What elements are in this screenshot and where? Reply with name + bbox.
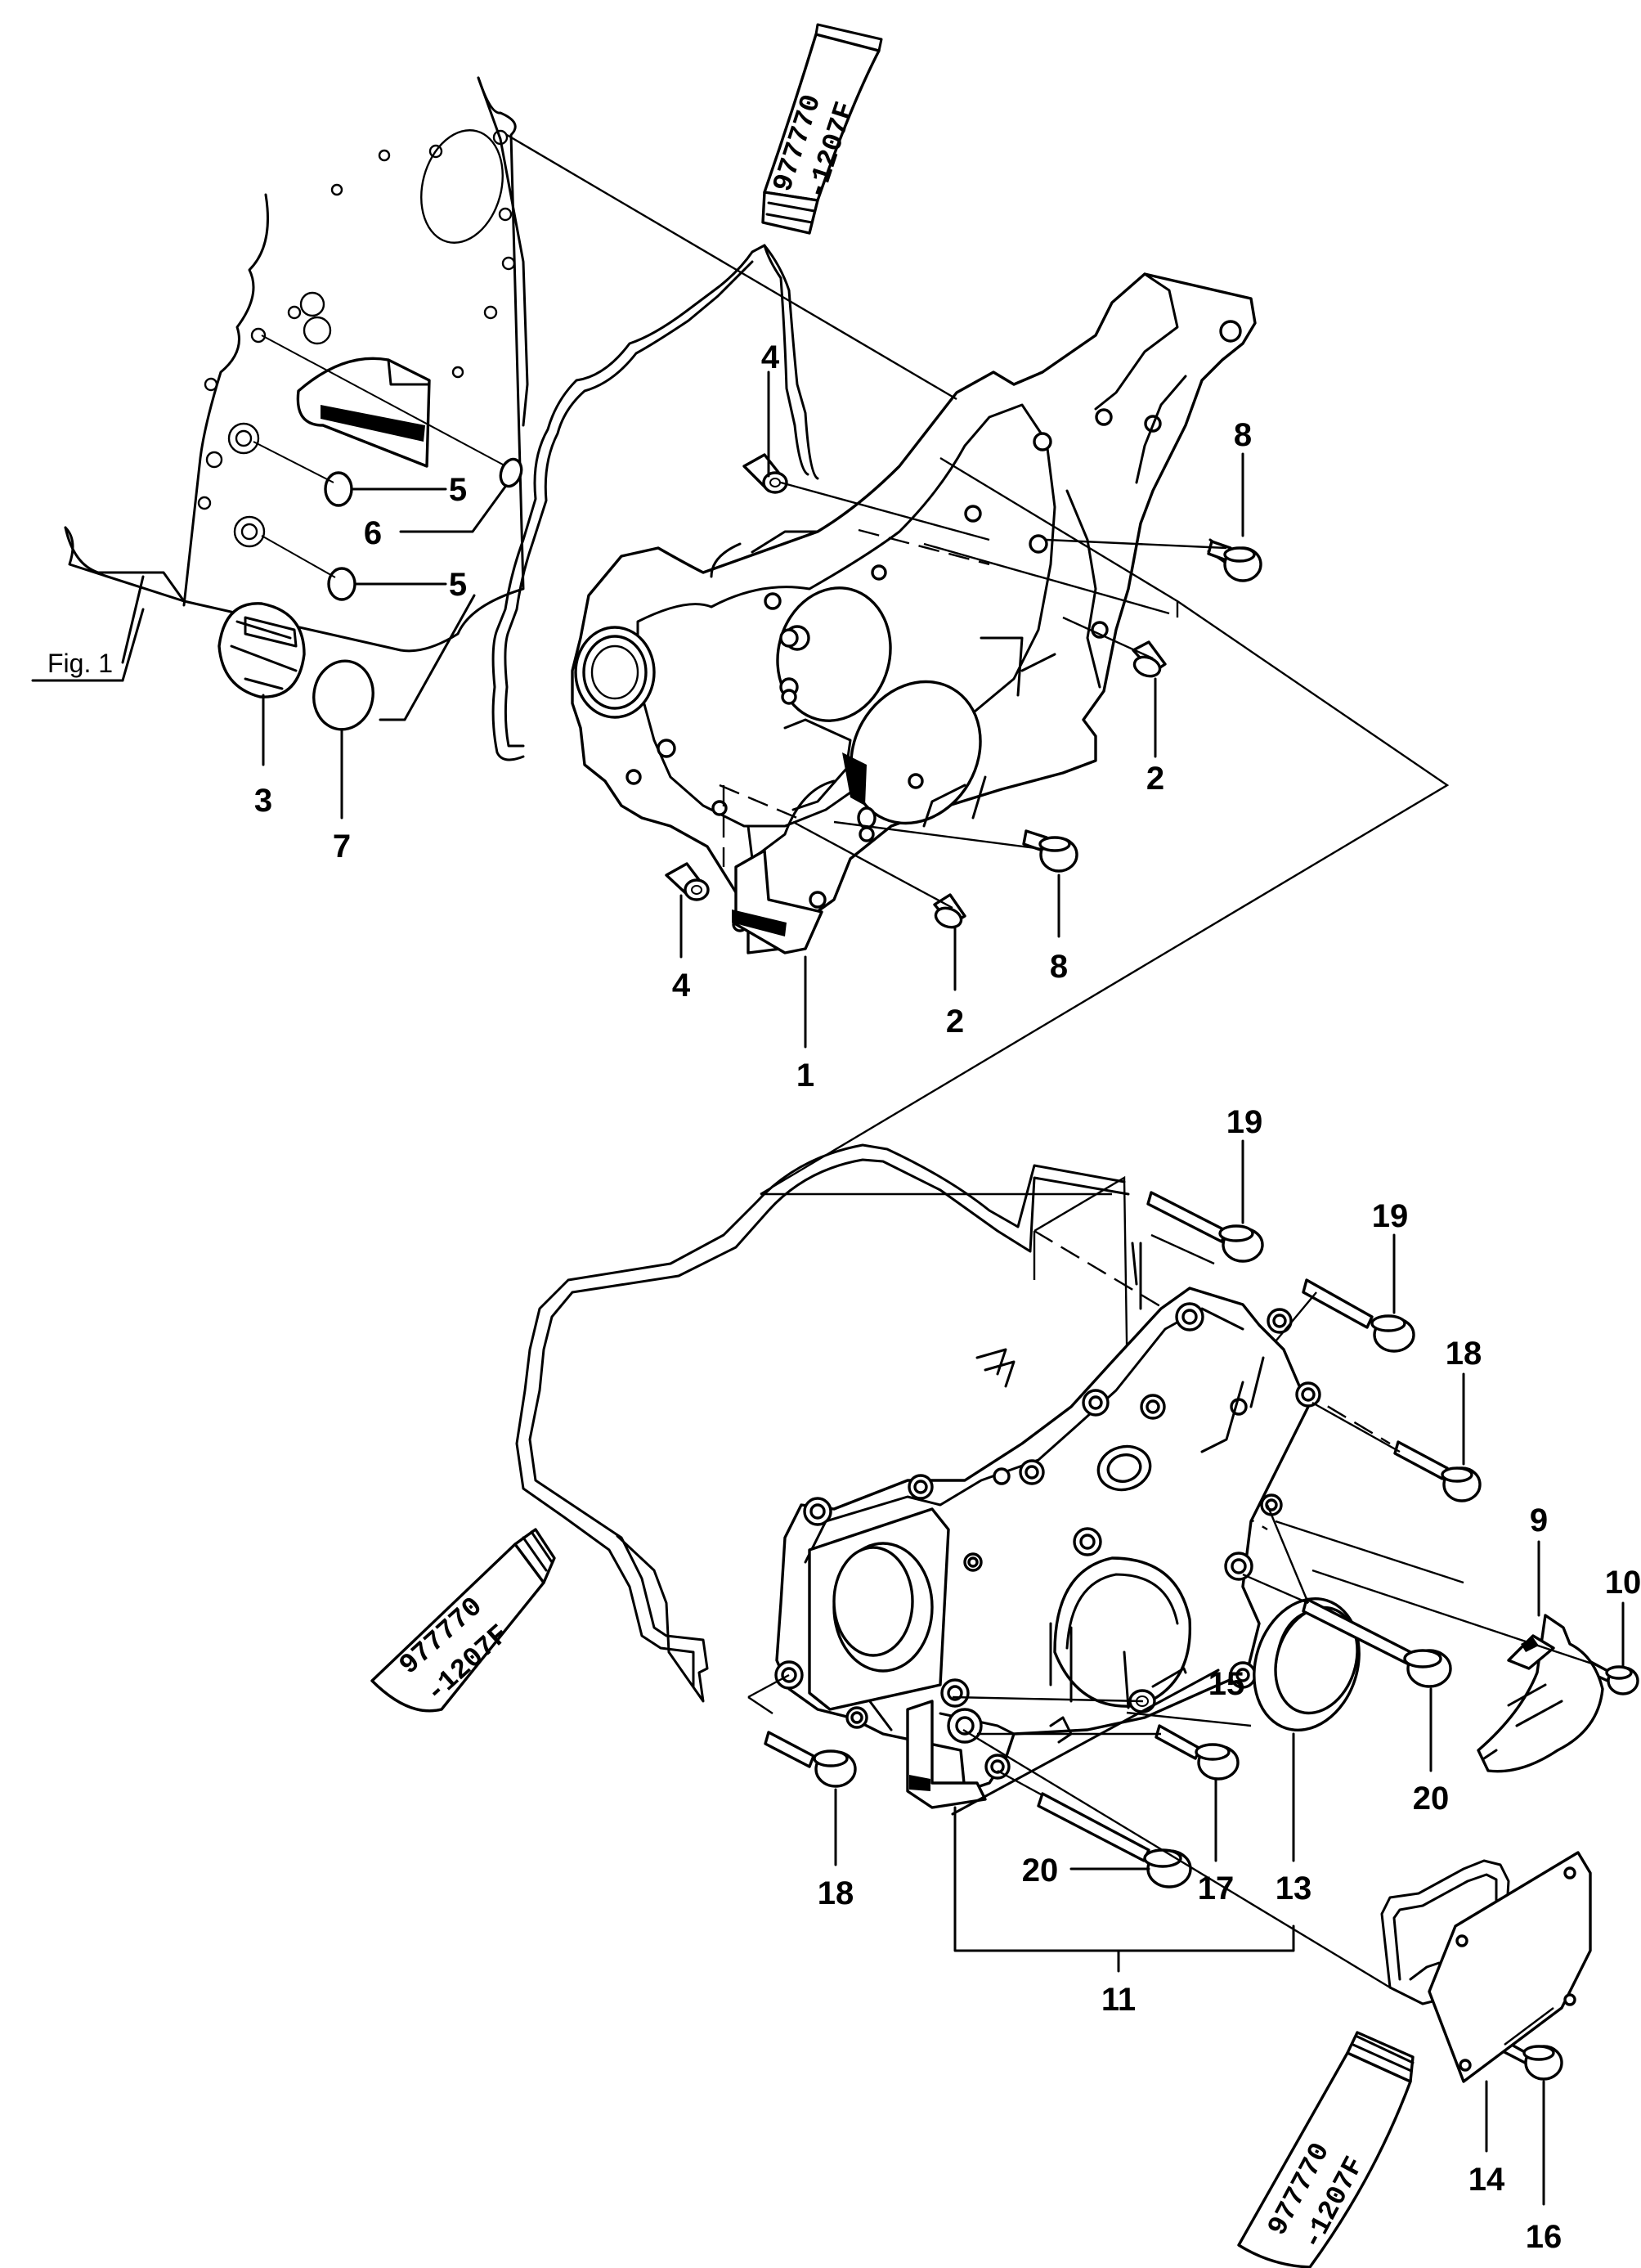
upper-gasket [491, 244, 819, 761]
callout-9: 9 [1530, 1502, 1548, 1538]
bolt-19-upper [1146, 1191, 1264, 1263]
callout-4-top: 4 [761, 339, 780, 375]
callout-16: 16 [1526, 2219, 1563, 2255]
callout-20-right: 20 [1413, 1781, 1450, 1817]
callout-14: 14 [1468, 2162, 1505, 2198]
callout-6: 6 [364, 515, 382, 551]
callout-17: 17 [1198, 1871, 1235, 1906]
sealant-tube-bottom: 977770 -1207F [1237, 2031, 1415, 2268]
callout-10: 10 [1605, 1565, 1641, 1601]
callout-20-lower: 20 [1022, 1853, 1059, 1889]
fig-reference-label: Fig. 1 [47, 649, 113, 678]
callout-8-top: 8 [1234, 417, 1252, 453]
callout-8-bottom: 8 [1050, 949, 1068, 985]
cover-plate [1380, 1851, 1592, 2083]
callout-18-left: 18 [818, 1875, 854, 1911]
flange-bolt-lower [1022, 829, 1078, 873]
sealant-tube-left: 977770 -1207F [370, 1528, 556, 1713]
spacers [665, 453, 788, 901]
timing-pointer [1477, 1614, 1604, 1773]
bolt-17 [1155, 1724, 1240, 1781]
callout-2-right: 2 [1146, 761, 1164, 797]
spacer-top [742, 453, 788, 494]
callout-4-bottom: 4 [672, 968, 691, 1004]
callout-11: 11 [1101, 1982, 1136, 2018]
flange-bolts [1022, 538, 1262, 873]
dowel-pin-top [1132, 640, 1167, 678]
bolt-19-lower [1302, 1278, 1415, 1353]
spacer-bottom [665, 862, 710, 901]
callout-18-right: 18 [1446, 1336, 1482, 1372]
flange-bolt-upper [1207, 538, 1262, 582]
callout-3: 3 [254, 783, 272, 819]
callout-leaders [679, 371, 1625, 2206]
bolt-20-right [1302, 1597, 1452, 1688]
bolt-20-lower [1037, 1792, 1192, 1889]
front-timing-cover [774, 1287, 1321, 1809]
callout-15: 15 [1208, 1666, 1245, 1702]
callout-5-bottom: 5 [449, 567, 467, 603]
top-center-lines [506, 133, 1450, 1196]
callout-19-lower: 19 [1372, 1198, 1409, 1234]
sealant-tube-top: 977770 -1207F [761, 23, 883, 235]
gear-case [571, 272, 1257, 954]
bottom-leader-lines [747, 1233, 1595, 2046]
bolt-16 [1500, 2039, 1563, 2081]
callout-numbers: 4 8 5 6 5 2 3 7 8 4 2 1 19 19 18 9 10 15… [254, 339, 1641, 2255]
oil-seal [1253, 1597, 1361, 1732]
callout-2-bottom: 2 [946, 1004, 964, 1040]
bolt-18-left [764, 1731, 857, 1788]
bolt-18-right [1393, 1440, 1482, 1502]
callout-13: 13 [1276, 1871, 1312, 1906]
callout-5-top: 5 [449, 472, 467, 508]
fig-reference: Fig. 1 [31, 608, 145, 682]
engine-block-flange [64, 76, 529, 664]
callout-7: 7 [333, 829, 351, 865]
o-rings [253, 335, 523, 820]
lower-gasket [515, 1143, 1142, 1703]
callout-1: 1 [796, 1058, 814, 1094]
cap-plug [217, 602, 306, 766]
callout-19-upper: 19 [1226, 1104, 1263, 1140]
